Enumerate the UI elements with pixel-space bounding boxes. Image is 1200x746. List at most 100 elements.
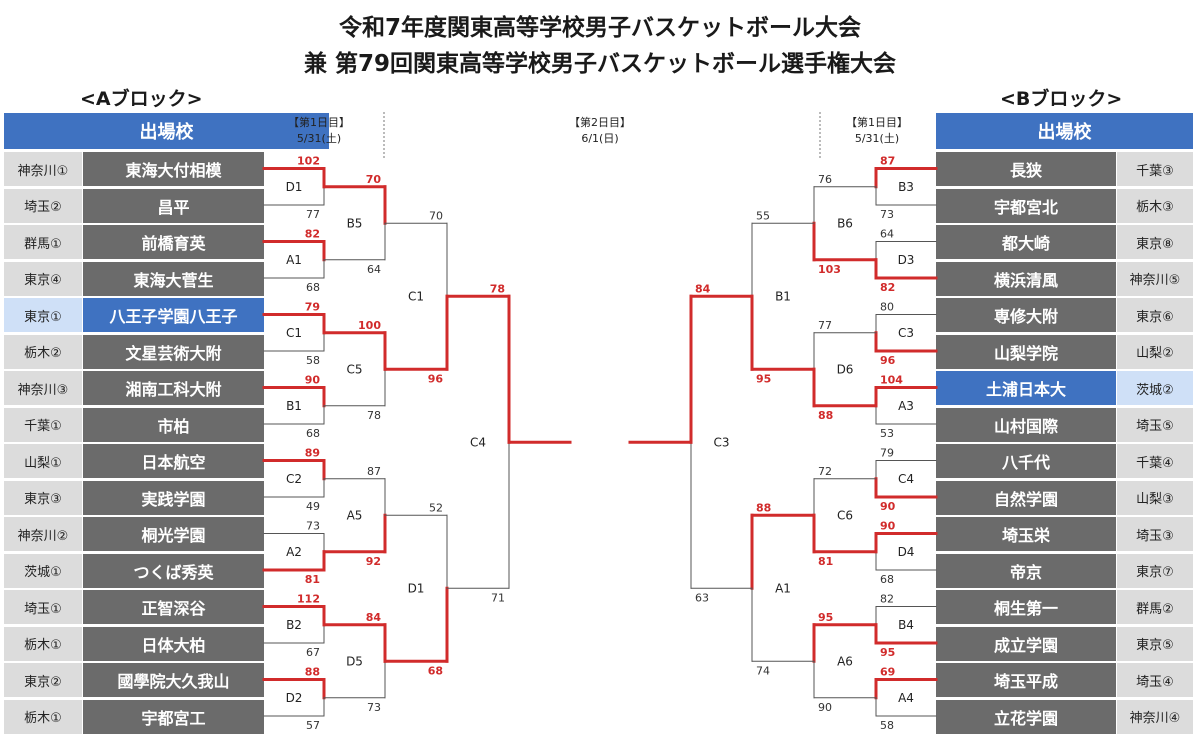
prefecture-seed: 神奈川④ [1116, 698, 1193, 734]
school-name: 横浜清風 [936, 260, 1116, 296]
score-top: 77 [818, 319, 832, 332]
school-name: 成立学園 [936, 625, 1116, 661]
prefecture-seed: 埼玉③ [1116, 516, 1193, 551]
prefecture-seed: 栃木③ [1116, 187, 1193, 223]
score-bottom: 77 [306, 208, 320, 221]
match-code: B2 [286, 618, 302, 632]
school-row: 八千代千葉④ [936, 443, 1193, 478]
score-top: 88 [756, 501, 771, 514]
match-code: C3 [713, 435, 729, 449]
prefecture-seed: 千葉① [4, 406, 82, 442]
score-top: 82 [880, 593, 894, 606]
school-row: 横浜清風神奈川⑤ [936, 260, 1193, 296]
day1-label: 【第1日目】 [288, 116, 350, 129]
match-code: A5 [347, 508, 363, 522]
match-code: B4 [898, 618, 914, 632]
match-code: C3 [898, 326, 914, 340]
school-name: 山村国際 [936, 406, 1116, 442]
prefecture-seed: 茨城② [1116, 370, 1193, 405]
prefecture-seed: 千葉④ [1116, 443, 1193, 478]
score-bottom: 68 [880, 573, 894, 586]
school-row: 桐生第一群馬② [936, 589, 1193, 624]
block-b-schools-header: 出場校 [936, 113, 1193, 149]
score-top: 72 [818, 465, 832, 478]
score-top: 112 [297, 593, 320, 606]
school-row: 立花学園神奈川④ [936, 698, 1193, 734]
block-a-day1-header: 【第1日目】 5/31(土) [284, 115, 354, 147]
prefecture-seed: 神奈川② [4, 516, 82, 551]
school-name: つくば秀英 [82, 552, 264, 588]
score-bottom: 68 [306, 281, 320, 294]
score-top: 89 [305, 447, 320, 460]
school-row: 専修大附東京⑥ [936, 297, 1193, 332]
score-top: 87 [367, 465, 381, 478]
match-code: C1 [408, 289, 424, 303]
school-name: 長狭 [936, 151, 1116, 186]
school-row: 山村国際埼玉⑤ [936, 406, 1193, 442]
prefecture-seed: 栃木① [4, 625, 82, 661]
block-b-label: <Bブロック> [1000, 88, 1123, 110]
match-code: B5 [347, 216, 363, 230]
score-bottom: 81 [305, 573, 320, 586]
match-code: B3 [898, 180, 914, 194]
score-top: 100 [358, 319, 381, 332]
school-name: 國學院大久我山 [82, 662, 264, 697]
school-name: 東海大菅生 [82, 260, 264, 296]
match-code: A1 [775, 581, 791, 595]
school-name: 東海大付相模 [82, 151, 264, 186]
title-line-2: 兼 第79回関東高等学校男子バスケットボール選手権大会 [303, 51, 896, 77]
score-bottom: 49 [306, 500, 320, 513]
day2-date: 6/1(日) [581, 132, 619, 145]
school-name: 専修大附 [936, 297, 1116, 332]
prefecture-seed: 東京② [4, 662, 82, 697]
score-top: 90 [880, 520, 896, 533]
score-bottom: 74 [756, 664, 770, 677]
match-code: B6 [837, 216, 853, 230]
prefecture-seed: 東京⑥ [1116, 297, 1193, 332]
day1-date: 5/31(土) [854, 132, 900, 145]
score-bottom: 92 [366, 555, 381, 568]
school-name: 正智深谷 [82, 589, 264, 624]
score-bottom: 78 [367, 409, 381, 422]
prefecture-seed: 東京⑦ [1116, 552, 1193, 588]
score-bottom: 53 [880, 427, 894, 440]
score-bottom: 58 [880, 719, 894, 732]
school-name: 前橋育英 [82, 224, 264, 259]
day1-date: 5/31(土) [296, 132, 342, 145]
school-name: 埼玉平成 [936, 662, 1116, 697]
match-code: A2 [286, 545, 302, 559]
school-name: 宇都宮工 [82, 698, 264, 734]
score-bottom: 88 [818, 409, 833, 422]
score-top: 76 [818, 173, 832, 186]
prefecture-seed: 群馬① [4, 224, 82, 259]
score-top: 82 [305, 228, 320, 241]
prefecture-seed: 山梨① [4, 443, 82, 478]
score-top: 70 [429, 209, 443, 222]
school-name: 文星芸術大附 [82, 333, 264, 369]
score-top: 88 [305, 666, 320, 679]
match-code: C6 [837, 508, 853, 522]
match-code: C5 [346, 362, 362, 376]
school-name: 土浦日本大 [936, 370, 1116, 405]
score-top: 90 [305, 374, 321, 387]
match-code: A3 [898, 399, 914, 413]
score-top: 69 [880, 666, 895, 679]
score-top: 84 [366, 611, 382, 624]
prefecture-seed: 東京⑧ [1116, 224, 1193, 259]
school-name: 山梨学院 [936, 333, 1116, 369]
school-name: 埼玉栄 [936, 516, 1116, 551]
score-top: 80 [880, 301, 894, 314]
